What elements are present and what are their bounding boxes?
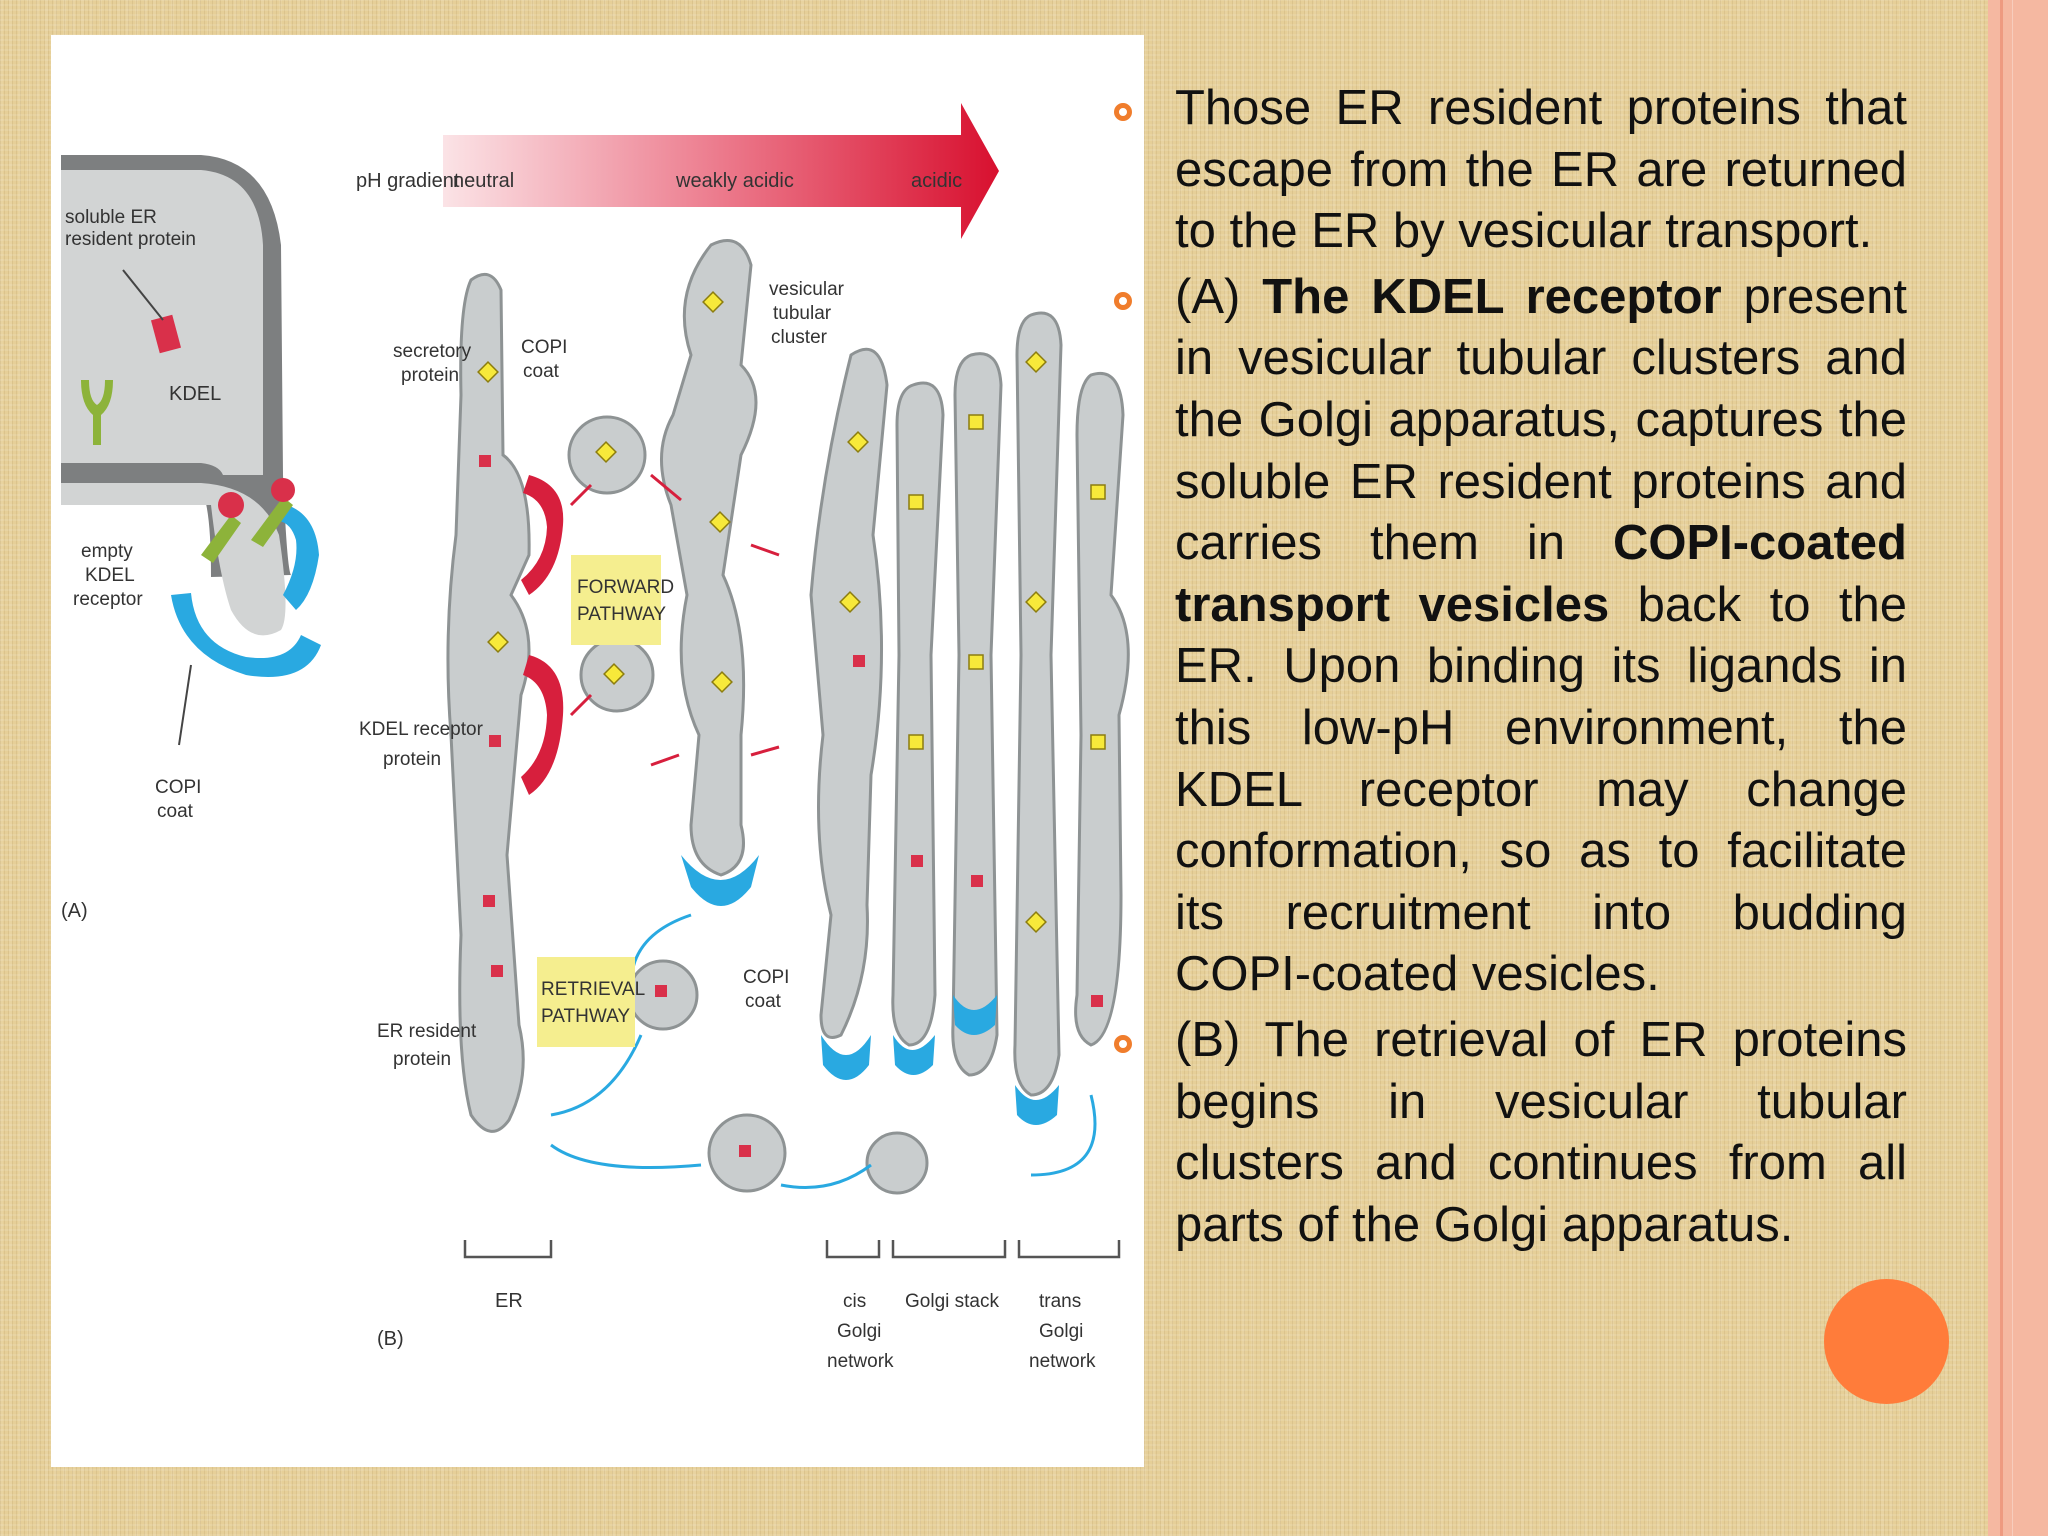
- bullet-text-part: (A): [1175, 269, 1263, 324]
- bullet-text: (B) The retrieval of ER proteins begins …: [1175, 1012, 1907, 1252]
- figure-diagram: soluble ER resident protein KDEL empty K…: [61, 103, 1130, 1372]
- copi-coat-red-2: [521, 655, 564, 795]
- trans-golgi-network: [1074, 372, 1130, 1047]
- golgi-cisterna-3: [1013, 311, 1063, 1097]
- bullet-item-2: (A) The KDEL receptor present in vesicul…: [1112, 267, 1907, 1006]
- label-part-b: (B): [377, 1328, 404, 1350]
- copi-coat-blue-2: [893, 1035, 935, 1075]
- label-copi-a-1: COPI: [155, 777, 201, 798]
- bullet-list: Those ER resident proteins that escape f…: [1112, 78, 1907, 1260]
- vesicular-tubular-cluster: [660, 239, 758, 877]
- bullet-item-1: Those ER resident proteins that escape f…: [1112, 78, 1907, 263]
- label-secretory-1: secretory: [393, 341, 472, 362]
- label-trans-2: Golgi: [1039, 1321, 1083, 1342]
- stripe-line-thin: [2012, 0, 2013, 1536]
- label-forward-2: PATHWAY: [577, 604, 666, 625]
- bound-receptor-icon: [201, 515, 241, 563]
- label-retrieval-2: PATHWAY: [541, 1006, 630, 1027]
- copi-coat-blue-1: [821, 1035, 871, 1080]
- kdel-ligand-markers: [479, 455, 1103, 1157]
- label-cis-2: Golgi: [837, 1321, 881, 1342]
- pathway-arrows: [569, 473, 780, 767]
- label-golgi-stack: Golgi stack: [905, 1291, 999, 1312]
- label-er: ER: [495, 1290, 523, 1312]
- bullet-circle-icon: [1114, 291, 1132, 310]
- label-empty-2: KDEL: [85, 565, 135, 586]
- copi-coat-red-1: [521, 475, 564, 595]
- ph-gradient-arrow: [443, 103, 999, 239]
- cargo-markers: [477, 291, 1106, 933]
- label-copi-b-2: coat: [523, 361, 560, 382]
- label-secretory-2: protein: [401, 365, 459, 386]
- stripe-line: [2000, 0, 2003, 1536]
- bound-ligand: [218, 492, 244, 518]
- label-kdel-receptor-1: KDEL receptor: [359, 719, 484, 740]
- retrieval-arrows: [550, 913, 1097, 1189]
- bound-receptor-icon-2: [251, 497, 293, 547]
- label-vtc-3: cluster: [771, 327, 828, 348]
- label-soluble-er-2: resident protein: [65, 229, 196, 250]
- bullet-bold-kdel-receptor: The KDEL receptor: [1262, 269, 1722, 324]
- label-er-resident-1: ER resident: [377, 1021, 477, 1042]
- label-soluble-er-1: soluble ER: [65, 207, 157, 228]
- label-copi-b2-1: COPI: [743, 967, 789, 988]
- golgi-cisterna-1: [891, 381, 945, 1047]
- region-brackets: [463, 1240, 1121, 1259]
- part-a-diagram: soluble ER resident protein KDEL empty K…: [61, 155, 321, 922]
- right-decorative-stripe: [1988, 0, 2048, 1536]
- label-kdel-receptor-2: protein: [383, 749, 441, 770]
- bullet-circle-icon: [1114, 103, 1132, 121]
- part-b-diagram: pH gradient neutral weakly acidic acidic: [356, 103, 1130, 1372]
- copi-pointer: [178, 664, 192, 746]
- copi-coat-blue-vtc: [681, 855, 759, 906]
- label-copi-b2-2: coat: [745, 991, 782, 1012]
- label-acidic: acidic: [911, 170, 962, 192]
- empty-kdel-receptor-icon: [81, 380, 113, 445]
- label-er-resident-2: protein: [393, 1049, 451, 1070]
- label-trans-1: trans: [1039, 1291, 1081, 1312]
- label-copi-b-1: COPI: [521, 337, 567, 358]
- copi-coat-a-2: [279, 505, 319, 610]
- forward-pathway-box: [571, 555, 661, 645]
- retrieval-vesicle-3: [865, 1131, 929, 1195]
- label-copi-a-2: coat: [157, 801, 194, 822]
- label-vtc-2: tubular: [773, 303, 832, 324]
- orange-decorative-circle: [1824, 1279, 1949, 1404]
- label-cis-1: cis: [843, 1291, 866, 1312]
- bullet-text-part: back to the ER. Upon binding its ligands…: [1175, 577, 1907, 1002]
- pointer-line: [122, 269, 164, 321]
- copi-coat-blue-4: [1015, 1085, 1059, 1125]
- label-vtc-1: vesicular: [769, 279, 845, 300]
- soluble-er-protein-marker: [150, 314, 182, 354]
- label-empty-3: receptor: [73, 589, 143, 610]
- figure-kdel-retrieval: soluble ER resident protein KDEL empty K…: [51, 35, 1144, 1467]
- label-kdel: KDEL: [169, 383, 221, 405]
- bullet-text: Those ER resident proteins that escape f…: [1175, 81, 1907, 259]
- cis-golgi-network: [809, 347, 889, 1039]
- bullet-text-part: present in vesicular tubular clusters an…: [1175, 269, 1907, 571]
- golgi-cisterna-2: [951, 352, 1003, 1077]
- label-weakly-acidic: weakly acidic: [675, 170, 794, 192]
- bound-ligand-2: [271, 478, 295, 502]
- bullet-item-3: (B) The retrieval of ER proteins begins …: [1112, 1010, 1907, 1256]
- retrieval-pathway-box: [537, 957, 635, 1047]
- er-tubule: [446, 272, 531, 1133]
- copi-coat-blue-3: [953, 995, 997, 1035]
- label-cis-3: network: [827, 1351, 894, 1372]
- label-neutral: neutral: [453, 170, 514, 192]
- label-ph-gradient: pH gradient: [356, 170, 460, 192]
- label-part-a: (A): [61, 900, 88, 922]
- label-forward-1: FORWARD: [577, 577, 674, 598]
- bullet-circle-icon: [1114, 1034, 1132, 1053]
- label-trans-3: network: [1029, 1351, 1096, 1372]
- bullet-bold-copi-vesicles: COPI-coated transport vesicles: [1175, 516, 1907, 632]
- label-empty-1: empty: [81, 541, 133, 562]
- copi-coat-a: [171, 593, 321, 677]
- label-retrieval-1: RETRIEVAL: [541, 979, 645, 1000]
